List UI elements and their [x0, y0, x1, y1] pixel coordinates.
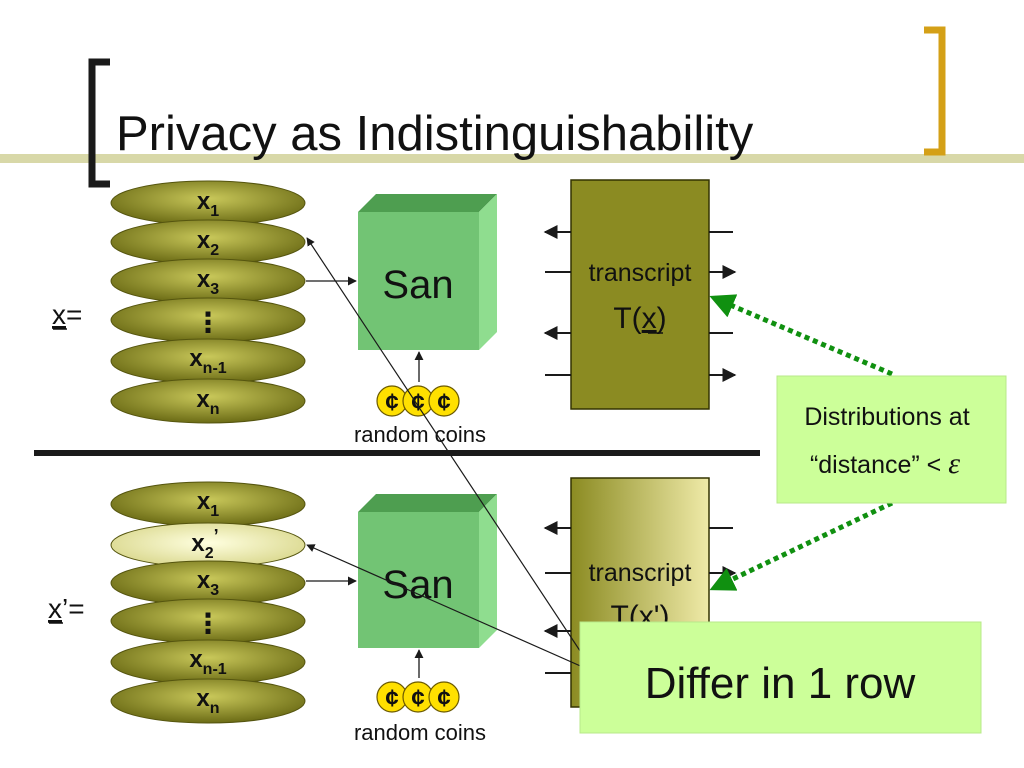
pointer-to-top-x2: [306, 237, 595, 673]
bottom-vector-label: x’=: [48, 593, 85, 624]
top-row-label-4: ⋮: [194, 307, 222, 338]
bottom-coin-glyph-3: ¢: [437, 685, 450, 712]
section-divider: [34, 450, 760, 456]
bottom-row-label-5: xn-1: [189, 646, 226, 678]
top-coin-glyph-3: ¢: [437, 389, 450, 416]
bottom-transcript-title: transcript: [589, 559, 692, 587]
dotted-arrow-to-top-transcript: [709, 294, 893, 377]
slide-title: Privacy as Indistinguishability: [116, 107, 754, 161]
bottom-database-stack: x1 x2’ x3 ⋮ xn-1 xn: [110, 481, 306, 724]
top-row-label-5: xn-1: [189, 345, 226, 377]
top-coin-3: [428, 385, 460, 417]
bottom-row-label-1: x1: [197, 488, 219, 520]
top-row-label-6: xn: [196, 386, 219, 418]
bottom-coin-glyph-2: ¢: [411, 685, 424, 712]
pointer-to-bottom-x2: [306, 544, 595, 673]
top-random-coins: ¢ ¢ ¢ random coins: [354, 385, 486, 447]
bottom-row-label-3: x3: [197, 567, 219, 599]
bottom-san-box: San: [358, 494, 497, 648]
top-transcript-formula: T(x): [613, 302, 666, 335]
title-bracket-right: [924, 26, 946, 156]
top-transcript-title: transcript: [589, 259, 692, 287]
title-band: [0, 154, 1024, 163]
top-database-stack: x1 x2 x3 ⋮ xn-1 xn: [110, 180, 306, 424]
top-coins-label: random coins: [354, 422, 486, 447]
bottom-row-label-6: xn: [196, 685, 219, 717]
top-coin-glyph-2: ¢: [411, 389, 424, 416]
bottom-row-disc-6: [110, 678, 306, 724]
top-vector-label: x=: [52, 299, 82, 330]
bottom-coin-glyph-1: ¢: [385, 685, 398, 712]
bottom-random-coins: ¢ ¢ ¢ random coins: [354, 681, 486, 745]
top-row-disc-6: [110, 378, 306, 424]
top-row-label-3: x3: [197, 266, 219, 298]
bottom-row-label-2: x2’: [191, 526, 218, 562]
top-row-label-2: x2: [197, 227, 219, 259]
dotted-arrow-to-bottom-transcript: [709, 500, 894, 591]
differ-callout-text: Differ in 1 row: [645, 659, 916, 708]
bottom-coins-label: random coins: [354, 720, 486, 745]
bottom-coin-3: [428, 681, 460, 713]
top-coin-glyph-1: ¢: [385, 389, 398, 416]
distance-callout: Distributions at “distance” < ε: [776, 375, 1007, 504]
bottom-row-label-4: ⋮: [194, 608, 222, 639]
bottom-san-label: San: [382, 563, 453, 607]
top-san-label: San: [382, 263, 453, 307]
distance-callout-line2: “distance” < ε: [810, 447, 960, 480]
top-san-box: San: [358, 194, 497, 350]
distance-callout-line1: Distributions at: [804, 403, 969, 431]
top-transcript-box: transcript T(x): [570, 179, 710, 410]
top-row-label-1: x1: [197, 188, 219, 220]
title-bracket-left: [88, 58, 110, 188]
differ-callout: Differ in 1 row: [579, 621, 982, 734]
